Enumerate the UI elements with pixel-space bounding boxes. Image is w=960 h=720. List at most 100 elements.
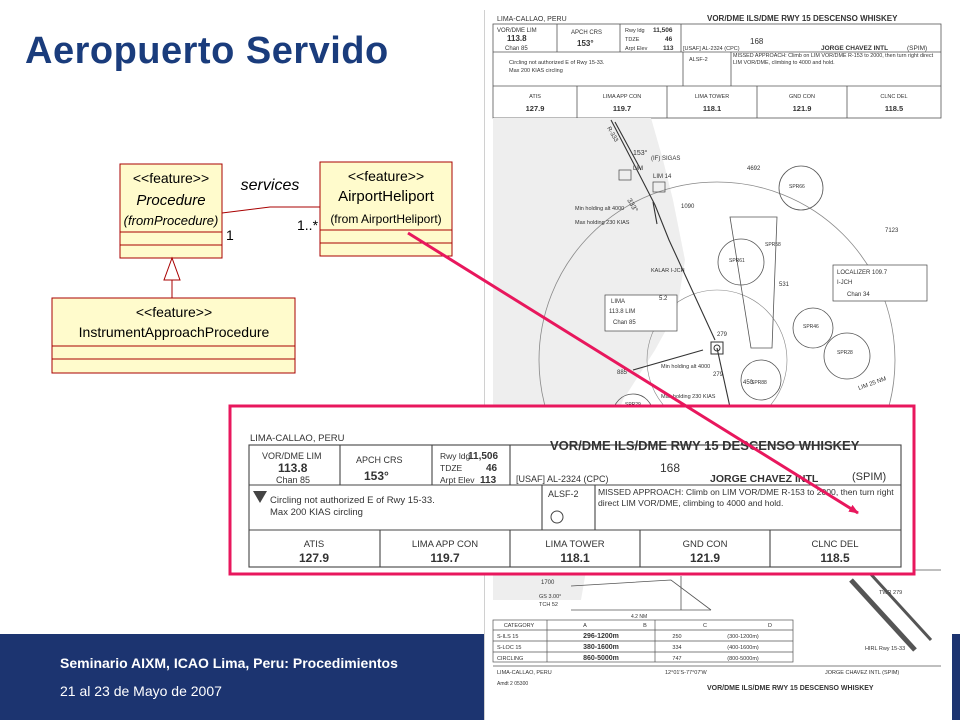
runway-diagram [849, 568, 933, 652]
procedure-name: Procedure [136, 192, 205, 209]
label-elev-450: 450 [743, 380, 754, 386]
inset-chart-number: 168 [660, 461, 680, 475]
vorbox-freq: 113.8 LIM [609, 309, 635, 315]
label-spr58: SPR58 [765, 242, 781, 248]
approach-chart: LIMA-CALLAO, PERU VOR/DME ILS/DME RWY 15… [484, 10, 952, 720]
uml-class-instrument-approach-procedure: <<feature>> InstrumentApproachProcedure [51, 297, 296, 374]
label-elev-7123: 7123 [885, 228, 899, 234]
footer-date: 21 al 23 de Mayo de 2007 [60, 683, 222, 699]
footer-seminar: Seminario AIXM, ICAO Lima, Peru: Procedi… [60, 655, 398, 671]
minima-table [492, 619, 794, 663]
procedure-from: (fromProcedure) [124, 213, 219, 228]
label-spr66: SPR66 [789, 184, 805, 190]
freq-name: GND CON [789, 94, 815, 100]
label-holding-3: Min holding alt 4000 [661, 364, 710, 370]
association-label: services [241, 177, 300, 194]
uml-generalization [163, 256, 181, 298]
freq-value: 118.5 [885, 104, 903, 113]
chart-procedure-title: VOR/DME ILS/DME RWY 15 DESCENSO WHISKEY [707, 14, 898, 23]
uml-class-airport-heliport: <<feature>> AirportHeliport (from Airpor… [319, 161, 453, 257]
label-lim14: LIM 14 [653, 174, 672, 180]
inset-rwy-ldg: 11,506 [468, 451, 498, 462]
slide-title: Aeropuerto Servido [25, 30, 389, 72]
uml-association-services: services 1 1..* [221, 177, 320, 243]
inset-freq-value: 121.9 [690, 551, 720, 565]
inset-missed-approach: MISSED APPROACH: Climb on LIM VOR/DME R-… [598, 487, 894, 509]
inset-arpt-elev: 113 [480, 475, 497, 486]
inset-freq-name: GND CON [683, 539, 728, 550]
inset-arpt-elev-label: Arpt Elev [440, 475, 475, 485]
label-twr: TWR 279 [879, 590, 902, 596]
chart-rwy-ldg: 11,506 [653, 27, 673, 34]
chart-vor-chan: Chan 85 [505, 46, 528, 52]
inset-freq-value: 118.1 [560, 551, 590, 565]
association-mult-target: 1..* [297, 217, 319, 233]
iap-stereotype: <<feature>> [136, 304, 212, 320]
inset-usaf: [USAF] AL-2324 (CPC) [516, 474, 609, 484]
minima-row-alt: (300-1200m) [727, 634, 759, 640]
iap-name: InstrumentApproachProcedure [79, 324, 270, 340]
chart-tdze: 46 [665, 36, 673, 43]
airport-name: AirportHeliport [338, 188, 435, 205]
chart-bottom-title: VOR/DME ILS/DME RWY 15 DESCENSO WHISKEY [707, 685, 874, 692]
label-kalar: KALAR I-JCH [651, 268, 685, 274]
minima-header: B [643, 623, 647, 629]
chart-number: 168 [750, 37, 764, 46]
airport-stereotype: <<feature>> [348, 168, 424, 184]
inset-apch-crs-label: APCH CRS [356, 455, 403, 465]
inset-note-2: Max 200 KIAS circling [270, 507, 363, 518]
inset-airport-name: JORGE CHAVEZ INTL [710, 473, 819, 485]
inset-icao: (SPIM) [852, 471, 886, 483]
label-d52: 5.2 [659, 296, 668, 302]
locbox-id: I-JCH [837, 280, 852, 286]
chart-header [492, 23, 942, 119]
chart-apch-crs-label: APCH CRS [571, 30, 602, 36]
profile-gs: GS 3.00° [539, 594, 561, 600]
inset-tdze: 46 [486, 463, 498, 474]
label-elev-531: 531 [779, 282, 790, 288]
profile-d1700: 1700 [541, 580, 555, 586]
locbox-chan: Chan 34 [847, 292, 870, 298]
association-mult-source: 1 [226, 227, 234, 243]
label-crs-153: 153° [633, 149, 648, 157]
inset-vor-chan: Chan 85 [276, 475, 310, 485]
profile-tch: TCH 52 [539, 602, 558, 608]
inset-alsf-symbol [550, 510, 564, 524]
inset-note-1: Circling not authorized E of Rwy 15-33. [270, 495, 435, 506]
minima-row-value: 860-5000m [583, 655, 619, 662]
vorbox-title: LIMA [611, 299, 625, 305]
chart-hirl: HIRL Rwy 15-33 [865, 646, 905, 652]
freq-name: CLNC DEL [880, 94, 907, 100]
chart-coords: 12°01'S-77°07'W [665, 670, 707, 676]
inset-note-symbol [253, 491, 267, 503]
chart-note-2: Max 200 KIAS circling [509, 68, 563, 74]
label-elev-279b: 279 [713, 372, 724, 378]
minima-row-name: S-ILS 15 [497, 634, 518, 640]
minima-row-value: 380-1600m [583, 644, 619, 651]
freq-value: 118.1 [703, 104, 721, 113]
chart-arpt-elev-label: Arpt Elev [625, 46, 648, 52]
fix-box-14 [652, 181, 666, 193]
label-holding-2: Max holding 230 KIAS [575, 220, 630, 226]
chart-bottom-location: LIMA-CALLAO, PERU [497, 670, 552, 676]
label-elev-885: 885 [617, 370, 628, 376]
chart-missed-approach-wrap: MISSED APPROACH: Climb on LIM VOR/DME R-… [733, 53, 933, 66]
chart-airport-name: JORGE CHAVEZ INTL [821, 45, 888, 52]
freq-name: LIMA APP CON [603, 94, 641, 100]
chart-apch-crs: 153° [577, 39, 594, 48]
inset-rwy-ldg-label: Rwy ldg [440, 451, 471, 461]
label-elev-1090: 1090 [681, 204, 695, 210]
chart-vor-freq: 113.8 [507, 34, 527, 43]
pointer-arrow [407, 231, 859, 515]
chart-note-1: Circling not authorized E of Rwy 15-33. [509, 60, 605, 66]
procedure-stereotype: <<feature>> [133, 170, 209, 186]
inset-apch-crs: 153° [364, 469, 389, 483]
inset-freq-name: CLNC DEL [812, 539, 859, 550]
minima-header: D [768, 623, 772, 629]
chart-amdt: Amdt 2 05300 [497, 681, 528, 687]
zoomed-chart-header: LIMA-CALLAO, PERU VOR/DME ILS/DME RWY 15… [228, 404, 916, 576]
inset-missed-approach-wrap: MISSED APPROACH: Climb on LIM VOR/DME R-… [598, 487, 894, 509]
chart-rwy-ldg-label: Rwy ldg [625, 28, 645, 34]
